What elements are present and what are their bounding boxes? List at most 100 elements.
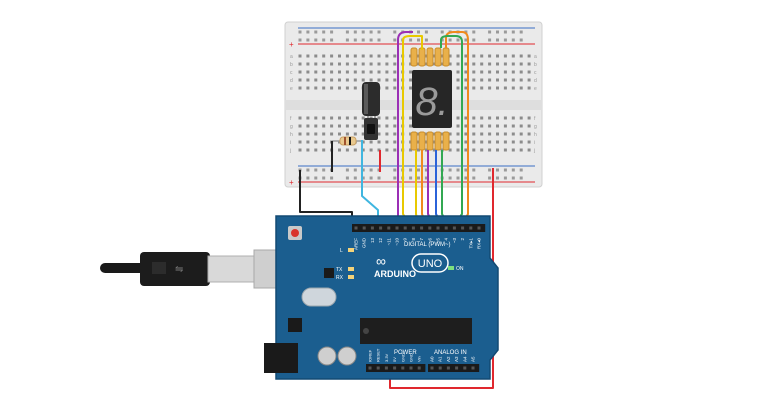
rail-hole[interactable]: [464, 168, 468, 172]
digital-pin[interactable]: [477, 226, 481, 230]
rail-hole[interactable]: [417, 30, 420, 34]
breadboard-hole[interactable]: [385, 86, 389, 90]
breadboard-hole[interactable]: [345, 70, 349, 74]
breadboard-hole[interactable]: [480, 140, 484, 144]
rail-hole[interactable]: [377, 38, 381, 42]
breadboard-hole[interactable]: [353, 148, 357, 152]
breadboard-hole[interactable]: [338, 148, 341, 152]
breadboard-hole[interactable]: [503, 86, 507, 90]
breadboard-hole[interactable]: [330, 124, 334, 128]
breadboard-hole[interactable]: [472, 140, 476, 144]
rail-hole[interactable]: [488, 30, 492, 34]
breadboard-hole[interactable]: [496, 124, 499, 128]
digital-pin[interactable]: [444, 226, 448, 230]
breadboard-hole[interactable]: [338, 124, 341, 128]
breadboard-hole[interactable]: [503, 70, 507, 74]
breadboard-hole[interactable]: [472, 62, 476, 66]
breadboard-hole[interactable]: [496, 116, 499, 120]
rail-hole[interactable]: [424, 38, 428, 42]
breadboard-hole[interactable]: [385, 70, 389, 74]
rail-hole[interactable]: [503, 38, 507, 42]
digital-pin[interactable]: [403, 226, 407, 230]
breadboard-hole[interactable]: [464, 86, 468, 90]
breadboard-hole[interactable]: [322, 124, 326, 128]
rail-hole[interactable]: [314, 38, 318, 42]
rail-hole[interactable]: [456, 168, 460, 172]
rail-hole[interactable]: [424, 176, 428, 180]
breadboard-hole[interactable]: [527, 116, 531, 120]
breadboard-hole[interactable]: [298, 86, 302, 90]
power-pin[interactable]: [409, 366, 413, 370]
breadboard-hole[interactable]: [480, 86, 484, 90]
breadboard-hole[interactable]: [377, 62, 381, 66]
breadboard-hole[interactable]: [511, 140, 515, 144]
rail-hole[interactable]: [472, 168, 476, 172]
breadboard-hole[interactable]: [511, 86, 515, 90]
breadboard-hole[interactable]: [393, 54, 397, 58]
breadboard-hole[interactable]: [322, 148, 326, 152]
breadboard-hole[interactable]: [361, 140, 365, 144]
breadboard-hole[interactable]: [511, 78, 515, 82]
digital-pin[interactable]: [354, 226, 358, 230]
breadboard-hole[interactable]: [393, 62, 397, 66]
breadboard-hole[interactable]: [440, 62, 444, 66]
breadboard-hole[interactable]: [338, 86, 341, 90]
breadboard-hole[interactable]: [496, 62, 499, 66]
rail-hole[interactable]: [464, 38, 468, 42]
breadboard-hole[interactable]: [385, 116, 389, 120]
breadboard-hole[interactable]: [338, 54, 341, 58]
rail-hole[interactable]: [409, 176, 413, 180]
analog-pin[interactable]: [463, 366, 467, 370]
breadboard-hole[interactable]: [456, 70, 460, 74]
breadboard-hole[interactable]: [361, 70, 365, 74]
breadboard-hole[interactable]: [527, 148, 531, 152]
rail-hole[interactable]: [440, 30, 444, 34]
breadboard-hole[interactable]: [432, 54, 436, 58]
breadboard-hole[interactable]: [353, 62, 357, 66]
breadboard-hole[interactable]: [480, 62, 484, 66]
digital-pin[interactable]: [379, 226, 383, 230]
power-pin[interactable]: [393, 366, 397, 370]
breadboard-hole[interactable]: [503, 78, 507, 82]
breadboard-hole[interactable]: [409, 148, 413, 152]
breadboard-hole[interactable]: [424, 54, 428, 58]
power-pin[interactable]: [368, 366, 372, 370]
breadboard-hole[interactable]: [361, 116, 365, 120]
breadboard-hole[interactable]: [409, 116, 413, 120]
breadboard-hole[interactable]: [503, 140, 507, 144]
breadboard-hole[interactable]: [393, 132, 397, 136]
breadboard-hole[interactable]: [511, 70, 515, 74]
rail-hole[interactable]: [448, 168, 452, 172]
rail-hole[interactable]: [409, 168, 413, 172]
breadboard-hole[interactable]: [432, 140, 436, 144]
rail-hole[interactable]: [314, 176, 318, 180]
breadboard-hole[interactable]: [496, 54, 499, 58]
breadboard-hole[interactable]: [306, 54, 310, 58]
rail-hole[interactable]: [322, 30, 326, 34]
breadboard-hole[interactable]: [488, 70, 492, 74]
power-pin[interactable]: [417, 366, 421, 370]
breadboard-hole[interactable]: [345, 132, 349, 136]
analog-pin[interactable]: [446, 366, 450, 370]
breadboard-hole[interactable]: [527, 140, 531, 144]
rail-hole[interactable]: [361, 176, 365, 180]
breadboard-hole[interactable]: [448, 148, 452, 152]
rail-hole[interactable]: [330, 38, 334, 42]
breadboard-hole[interactable]: [527, 70, 531, 74]
rail-hole[interactable]: [448, 38, 452, 42]
breadboard-hole[interactable]: [456, 78, 460, 82]
breadboard-hole[interactable]: [527, 54, 531, 58]
breadboard-hole[interactable]: [511, 148, 515, 152]
breadboard-hole[interactable]: [393, 124, 397, 128]
rail-hole[interactable]: [369, 168, 373, 172]
breadboard-hole[interactable]: [464, 54, 468, 58]
breadboard-hole[interactable]: [448, 140, 452, 144]
breadboard-hole[interactable]: [345, 54, 349, 58]
breadboard-hole[interactable]: [385, 140, 389, 144]
rail-hole[interactable]: [519, 38, 523, 42]
breadboard-hole[interactable]: [338, 78, 341, 82]
power-pin[interactable]: [376, 366, 380, 370]
rail-hole[interactable]: [361, 38, 365, 42]
breadboard-hole[interactable]: [345, 116, 349, 120]
rail-hole[interactable]: [511, 30, 515, 34]
